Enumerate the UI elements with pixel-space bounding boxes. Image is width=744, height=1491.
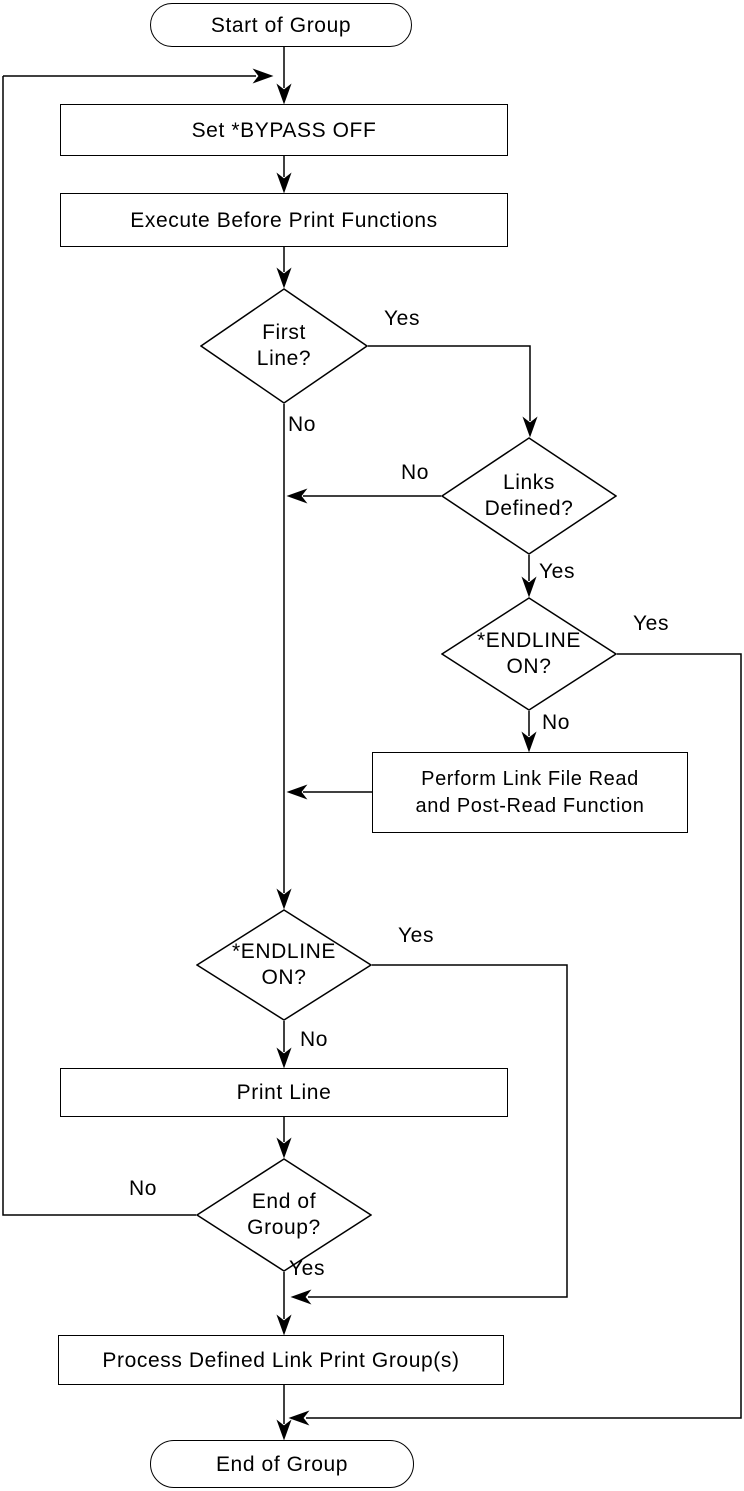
node-endline-on-1-label-2: ON? bbox=[506, 655, 552, 678]
node-links-defined: Links Defined? bbox=[441, 437, 617, 555]
node-first-line: First Line? bbox=[200, 288, 368, 404]
arrowhead-down-performread bbox=[521, 731, 537, 753]
node-start: Start of Group bbox=[150, 3, 412, 47]
node-start-label: Start of Group bbox=[210, 13, 352, 37]
arrowhead-down-firstline bbox=[276, 267, 292, 289]
node-links-defined-label-2: Defined? bbox=[484, 497, 574, 520]
node-perform-link-read: Perform Link File Read and Post-Read Fun… bbox=[372, 752, 688, 833]
arrowhead-down-setbypass bbox=[276, 83, 292, 105]
arrowhead-down-endoval bbox=[276, 1419, 292, 1441]
node-endline-on-1: *ENDLINE ON? bbox=[441, 597, 617, 711]
edge-label-end-group-yes: Yes bbox=[289, 1257, 326, 1280]
arrowhead-down-execute bbox=[276, 172, 292, 194]
node-first-line-label-1: First bbox=[262, 321, 306, 344]
arrowhead-down-processgroups bbox=[276, 1314, 292, 1336]
node-set-bypass-label: Set *BYPASS OFF bbox=[191, 118, 377, 142]
edge-label-endline1-yes: Yes bbox=[633, 612, 670, 635]
diamond-shape bbox=[196, 1158, 372, 1272]
node-end: End of Group bbox=[150, 1440, 414, 1488]
diamond-shape bbox=[441, 437, 617, 555]
arrowhead-left-linksdefined-no bbox=[286, 488, 308, 504]
node-print-line: Print Line bbox=[60, 1068, 508, 1117]
node-perform-link-read-label-2: and Post-Read Function bbox=[415, 794, 645, 817]
edge-label-links-defined-yes: Yes bbox=[539, 560, 576, 583]
arrowhead-left-endline2-yes bbox=[290, 1289, 312, 1305]
node-end-label: End of Group bbox=[215, 1452, 349, 1476]
arrowhead-right-loop-top bbox=[252, 68, 274, 84]
node-end-of-group-q-label-1: End of bbox=[251, 1190, 317, 1213]
node-perform-link-read-label-1: Perform Link File Read bbox=[421, 767, 639, 790]
node-endline-on-2-label-2: ON? bbox=[261, 966, 307, 989]
diamond-shape bbox=[200, 288, 368, 404]
node-end-of-group-q: End of Group? bbox=[196, 1158, 372, 1272]
node-first-line-label-2: Line? bbox=[256, 347, 312, 370]
arrowhead-down-printline bbox=[276, 1047, 292, 1069]
edge-label-end-group-no: No bbox=[129, 1177, 158, 1200]
node-set-bypass: Set *BYPASS OFF bbox=[60, 104, 508, 156]
edge-label-first-line-no: No bbox=[288, 413, 317, 436]
edge-label-first-line-yes: Yes bbox=[384, 307, 421, 330]
diamond-shape bbox=[441, 597, 617, 711]
arrowhead-down-linksdefined bbox=[522, 416, 538, 438]
edge-label-endline2-yes: Yes bbox=[398, 924, 435, 947]
edge-label-links-defined-no: No bbox=[401, 461, 430, 484]
node-print-line-label: Print Line bbox=[236, 1081, 332, 1104]
node-endline-on-2: *ENDLINE ON? bbox=[196, 909, 372, 1021]
arrowhead-down-endline2 bbox=[276, 888, 292, 910]
node-endline-on-1-label-1: *ENDLINE bbox=[477, 629, 581, 652]
node-process-link-groups: Process Defined Link Print Group(s) bbox=[58, 1335, 504, 1385]
node-execute-before: Execute Before Print Functions bbox=[60, 193, 508, 247]
arrowhead-left-endline1-join bbox=[288, 1410, 310, 1426]
diamond-shape bbox=[196, 909, 372, 1021]
edge-endline2-yes bbox=[308, 964, 568, 1298]
edge-endline1-yes-right-rail bbox=[306, 653, 742, 1419]
edge-firstline-yes bbox=[368, 345, 531, 421]
node-endline-on-2-label-1: *ENDLINE bbox=[232, 940, 336, 963]
node-execute-before-label: Execute Before Print Functions bbox=[130, 208, 438, 232]
edge-label-endline2-no: No bbox=[300, 1028, 329, 1051]
node-end-of-group-q-label-2: Group? bbox=[247, 1216, 321, 1239]
node-links-defined-label-1: Links bbox=[502, 471, 556, 494]
arrowhead-down-endline1 bbox=[521, 576, 537, 598]
arrowhead-down-endgroup bbox=[276, 1137, 292, 1159]
edge-endgroup-no-left-rail bbox=[2, 76, 196, 1216]
node-process-link-groups-label: Process Defined Link Print Group(s) bbox=[102, 1348, 460, 1372]
arrowhead-left-performread-merge bbox=[286, 784, 308, 800]
edge-label-endline1-no: No bbox=[542, 711, 571, 734]
